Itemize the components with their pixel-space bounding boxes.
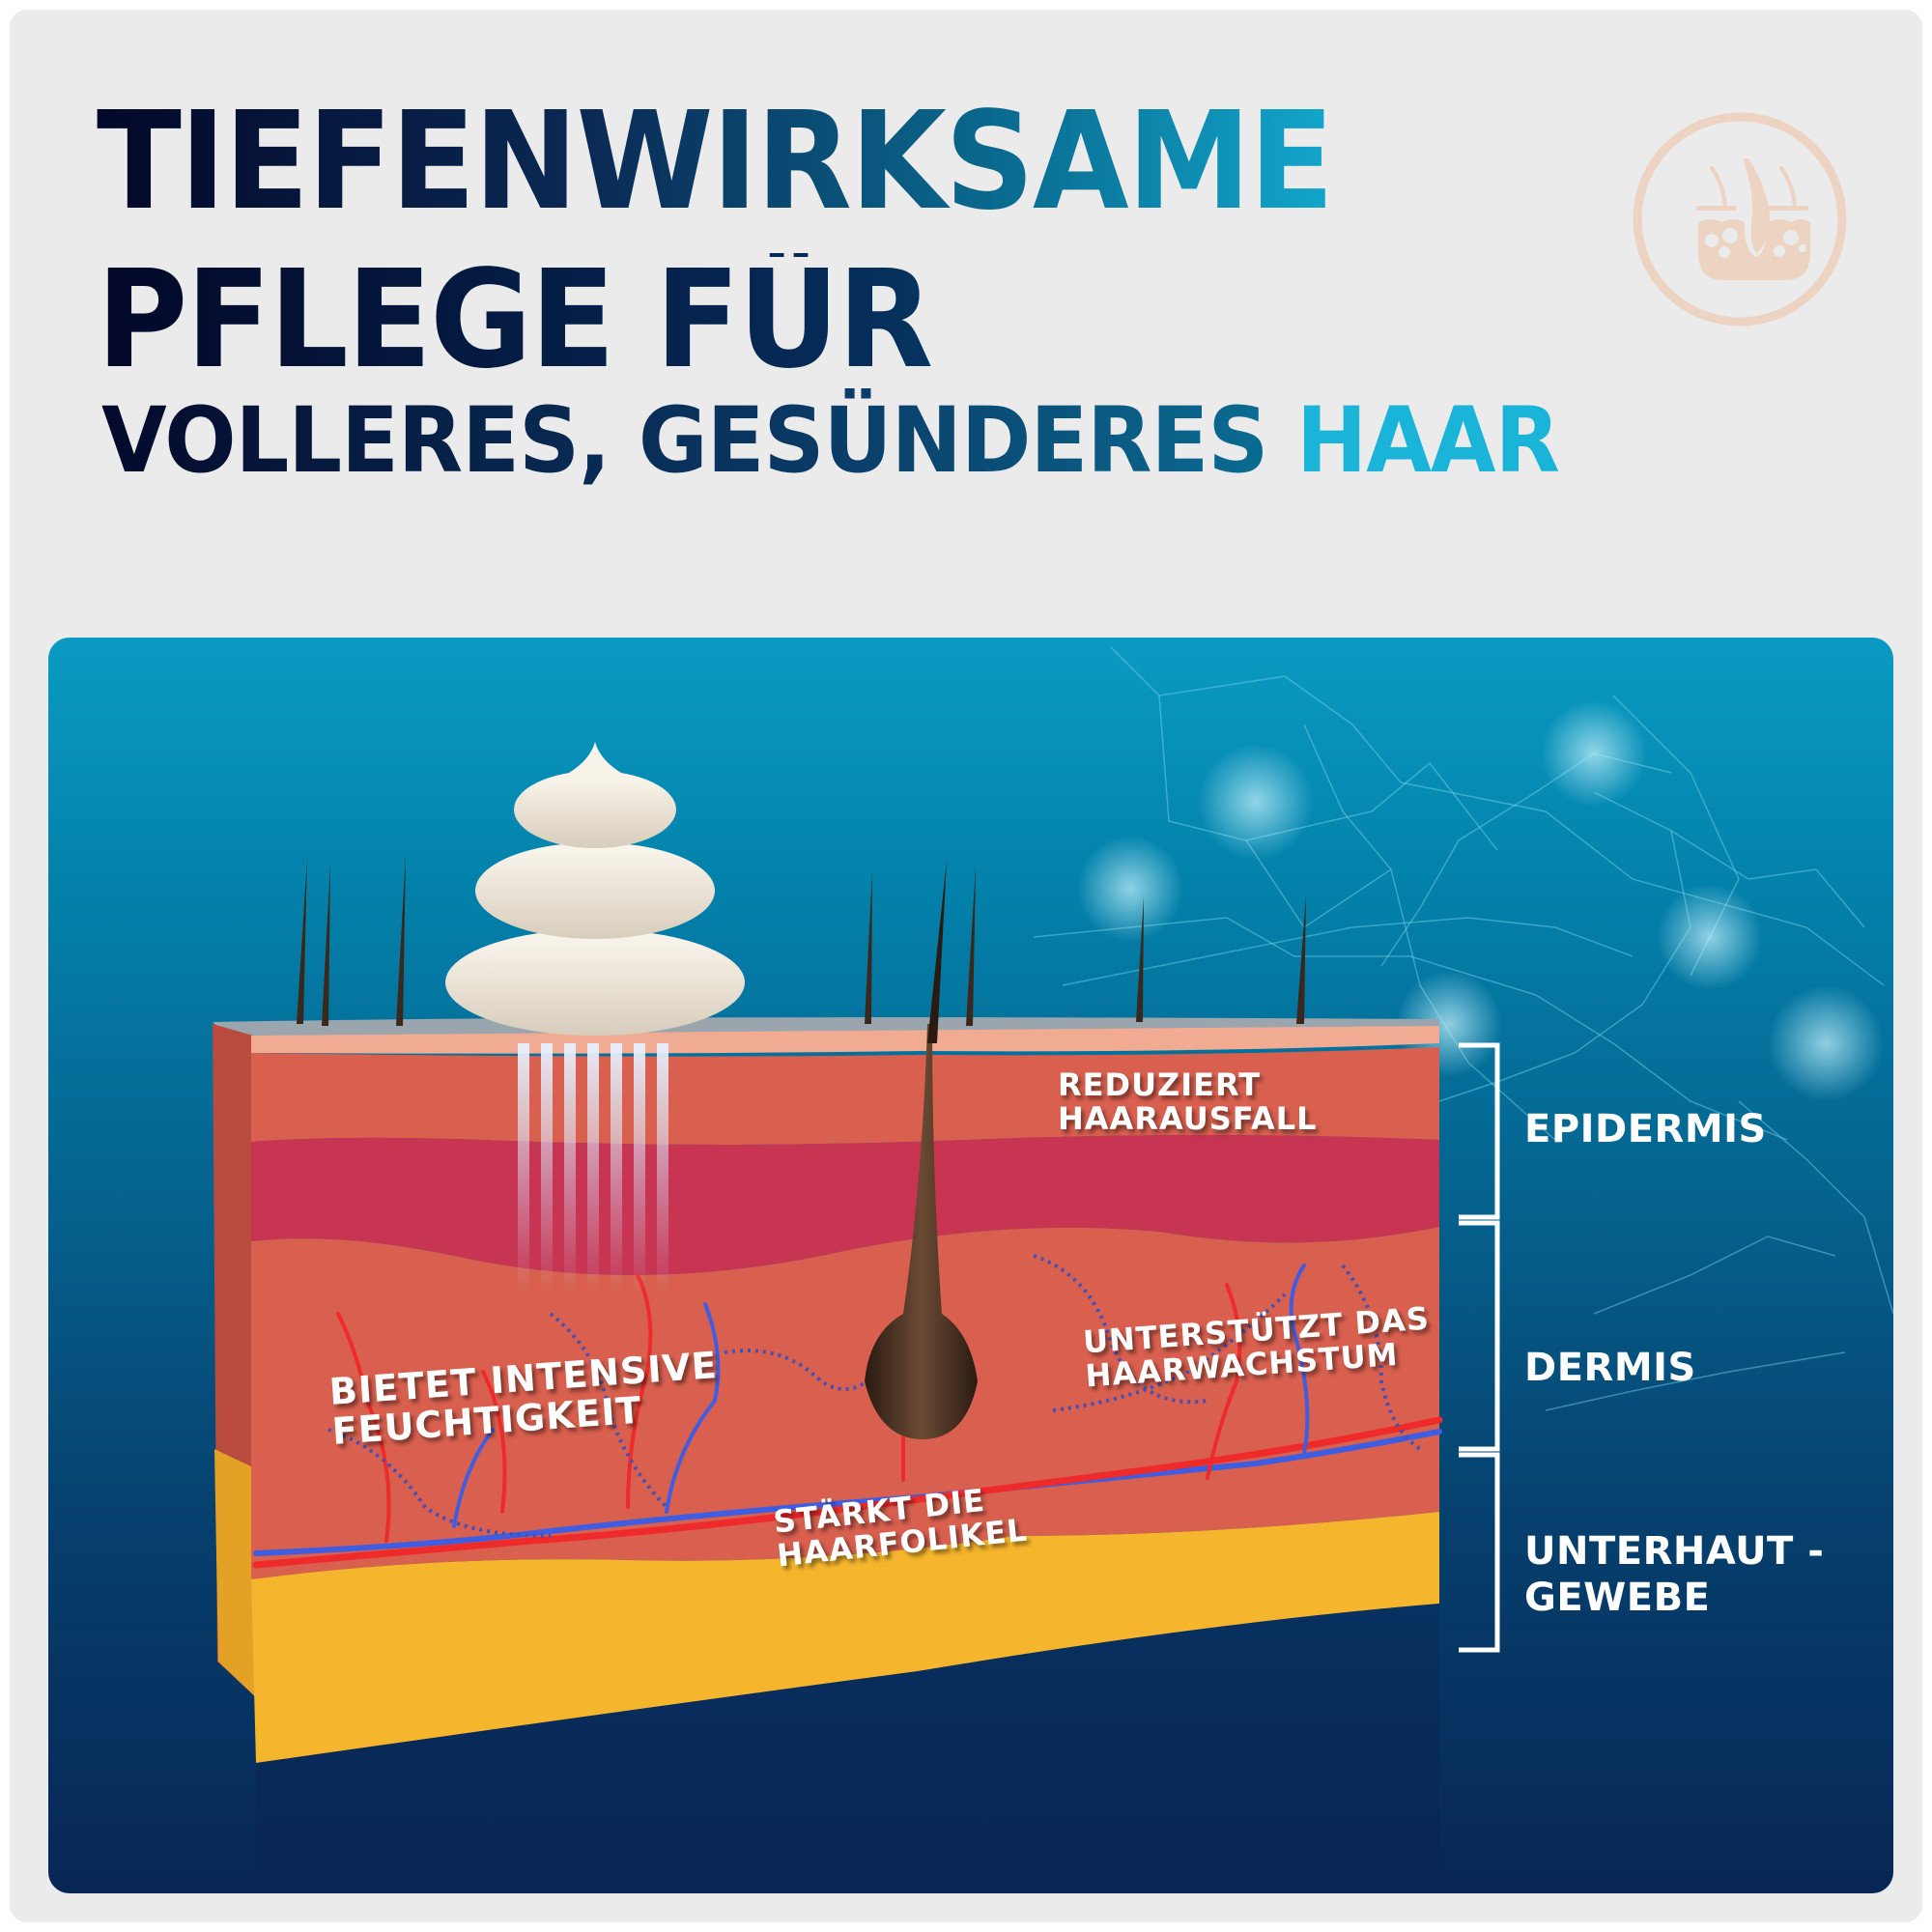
label-dermis: DERMIS [1524,1346,1696,1390]
hair-follicle-icon [1629,108,1851,330]
callout-line: REDUZIERT [1058,1066,1262,1103]
callout-line: HAARAUSFALL [1058,1099,1318,1137]
label-subcutaneous: UNTERHAUT - GEWEBE [1524,1528,1824,1621]
skin-diagram-panel: REDUZIERT HAARAUSFALL UNTERSTÜTZT DAS HA… [48,638,1893,1893]
blood-vessels [252,1264,1443,1569]
subcutaneous-fat-layer [251,1512,1439,1763]
subtitle: VOLLERES, GESÜNDERES HAAR [101,388,1560,494]
title-line-2: PFLEGE FÜR [97,253,1332,388]
skin-cross-section-illustration [213,646,1893,1884]
surface-hairs [297,854,1306,1026]
title-line-1: TIEFENWIRKSAME [97,83,1334,241]
label-epidermis: EPIDERMIS [1524,1107,1767,1151]
hair-follicle [865,1024,978,1439]
layer-brackets [1459,1042,1500,1653]
page-canvas: TIEFENWIRKSAME PFLEGE FÜR VOLLERES, GESÜ… [10,10,1922,1922]
subtitle-part-2: HAAR [1295,388,1560,494]
collagen-fibers [327,1254,1422,1538]
subtitle-part-1: VOLLERES, GESÜNDERES [101,388,1296,494]
callout-reduces-hair-loss: REDUZIERT HAARAUSFALL [1058,1068,1318,1135]
cream-dollop [445,742,745,1036]
headline: TIEFENWIRKSAME PFLEGE FÜR [97,95,1440,388]
label-line: UNTERHAUT - [1524,1529,1825,1574]
moisture-rays [518,1043,668,1294]
label-line: GEWEBE [1524,1576,1711,1620]
